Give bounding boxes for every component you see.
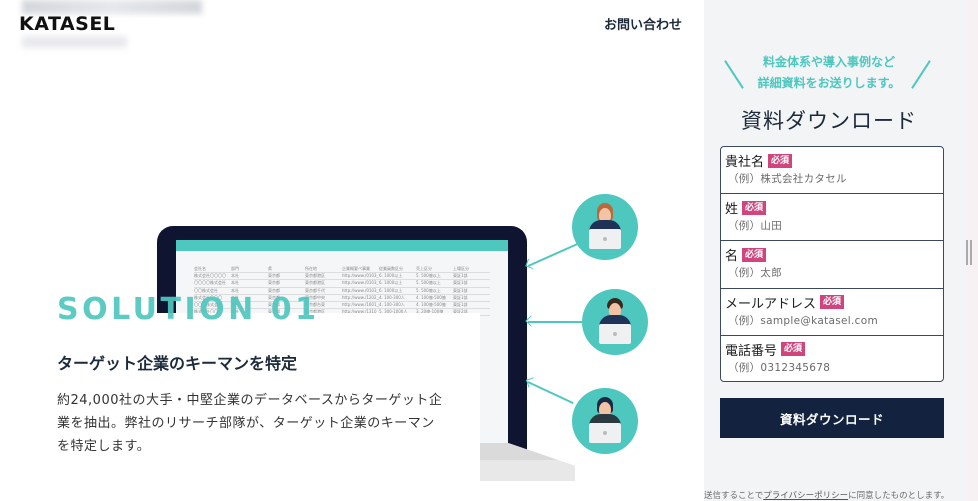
resize-handle[interactable] — [966, 240, 972, 265]
solution-title: ターゲット企業のキーマンを特定 — [57, 354, 298, 373]
panel-lead: 料金体系や導入事例など 詳細資料をお送りします。 — [757, 55, 901, 90]
required-badge: 必須 — [742, 247, 767, 262]
businessman-with-laptop-icon — [582, 289, 648, 355]
solution-description: 約24,000社の大手・中堅企業のデータベースからターゲット企業を抽出。弊社のリ… — [57, 393, 443, 454]
first-name-input[interactable] — [725, 267, 935, 280]
phone-input[interactable] — [725, 361, 935, 374]
first-name-field: 名必須 — [721, 241, 943, 289]
required-badge: 必須 — [742, 200, 767, 215]
woman-with-laptop-icon — [572, 194, 638, 260]
email-field: メールアドレス必須 — [721, 289, 943, 336]
required-badge: 必須 — [768, 153, 793, 168]
text-background — [40, 313, 480, 501]
sheet-row: 〇〇〇〇株式会社本社東京都東京都港区http://www./0103_食料品・酒… — [194, 280, 490, 288]
last-name-input[interactable] — [725, 220, 935, 233]
field-label: 貴社名 — [725, 155, 765, 170]
woman-short-hair-with-laptop-icon — [572, 388, 638, 454]
privacy-policy-link[interactable]: プライバシーポリシー — [763, 491, 849, 501]
phone-field: 電話番号必須 — [721, 336, 943, 381]
company-name-field: 貴社名必須 — [721, 147, 943, 195]
field-label: 名 — [725, 249, 739, 265]
sheet-row: 株式会社〇〇〇〇本社東京都東京都港区http://www./0103_食料品・酒… — [194, 273, 490, 281]
field-label: 電話番号 — [725, 343, 778, 359]
privacy-note: 送信することでプライバシーポリシーに同意したものとします。 — [704, 491, 950, 501]
spreadsheet-preview: 会社名 部門 県 所在地 企業概要ペ事業 従業員数区分 売上区分 上場区分 株式… — [194, 266, 490, 317]
sheet-row: 〇〇株式会社本社東京都東京都千代http://www./0103_食料品・酒類6… — [194, 288, 490, 295]
required-badge: 必須 — [781, 342, 806, 357]
panel-title: 資料ダウンロード — [741, 109, 917, 133]
arrow-icon — [528, 321, 583, 323]
katasel-logo[interactable]: KATASEL — [19, 13, 116, 35]
field-label: メールアドレス — [725, 296, 817, 312]
field-label: 姓 — [725, 202, 739, 218]
blurred-banner-top — [22, 0, 202, 14]
required-badge: 必須 — [820, 295, 845, 310]
sheet-header-row: 会社名 部門 県 所在地 企業概要ペ事業 従業員数区分 売上区分 上場区分 — [194, 266, 490, 274]
panel-edge — [966, 0, 978, 501]
laptop-base — [480, 443, 575, 481]
last-name-field: 姓必須 — [721, 194, 943, 242]
arrow-icon — [527, 381, 574, 404]
email-input[interactable] — [725, 314, 935, 327]
arrow-icon — [527, 243, 578, 267]
download-submit-button[interactable]: 資料ダウンロード — [720, 398, 944, 438]
blurred-banner-bottom — [22, 36, 127, 48]
company-name-input[interactable] — [725, 173, 935, 185]
solution-label: SOLUTION 01 — [57, 292, 320, 327]
screen-header-bar — [176, 240, 508, 251]
contact-link[interactable]: お問い合わせ — [604, 18, 683, 33]
